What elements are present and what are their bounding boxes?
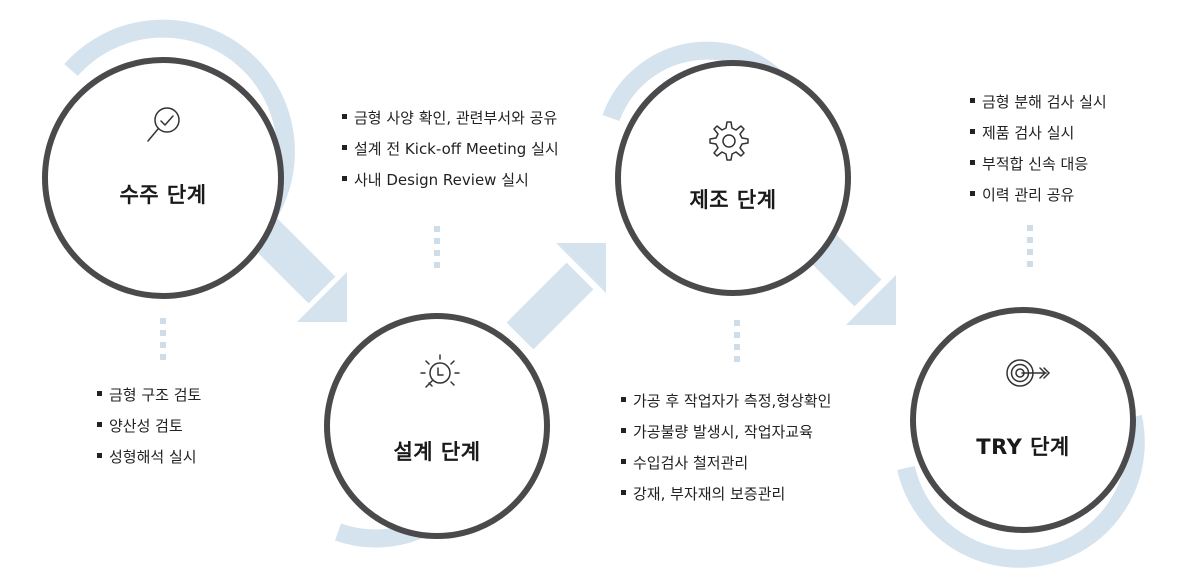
lightbulb-icon bbox=[420, 354, 460, 388]
flow-arrow-1 bbox=[244, 212, 347, 322]
list-item: 금형 구조 검토 bbox=[97, 380, 201, 411]
list-item: 제품 검사 실시 bbox=[970, 118, 1107, 149]
list-item: 설계 전 Kick-off Meeting 실시 bbox=[342, 134, 559, 165]
list-item: 금형 분해 검사 실시 bbox=[970, 87, 1107, 118]
target-icon bbox=[1006, 359, 1051, 387]
search-check-icon bbox=[147, 107, 180, 142]
stage-circle-3 bbox=[615, 60, 851, 296]
stage-circle-1 bbox=[42, 57, 284, 299]
list-item: 이력 관리 공유 bbox=[970, 180, 1107, 211]
stage-list-4: 금형 분해 검사 실시 제품 검사 실시 부적합 신속 대응 이력 관리 공유 bbox=[970, 87, 1107, 211]
dotted-connector-4 bbox=[1027, 225, 1033, 267]
stage-circle-2 bbox=[324, 313, 550, 539]
accent-arc-4 bbox=[897, 415, 1145, 568]
stage-list-2: 금형 사양 확인, 관련부서와 공유 설계 전 Kick-off Meeting… bbox=[342, 103, 559, 196]
list-item: 가공 후 작업자가 측정,형상확인 bbox=[621, 386, 831, 417]
stage-title-1: 수주 단계 bbox=[119, 183, 207, 207]
list-item: 금형 사양 확인, 관련부서와 공유 bbox=[342, 103, 559, 134]
stage-title-3: 제조 단계 bbox=[689, 188, 777, 212]
dotted-connector-3 bbox=[734, 320, 740, 362]
dotted-connector-2 bbox=[434, 226, 440, 268]
stage-circle-4 bbox=[910, 307, 1136, 533]
list-item: 부적합 신속 대응 bbox=[970, 149, 1107, 180]
list-item: 사내 Design Review 실시 bbox=[342, 165, 559, 196]
list-item: 양산성 검토 bbox=[97, 411, 201, 442]
list-item: 성형해석 실시 bbox=[97, 442, 201, 473]
stage-title-4: TRY 단계 bbox=[976, 435, 1070, 459]
list-item: 수입검사 철저관리 bbox=[621, 448, 831, 479]
stage-list-3: 가공 후 작업자가 측정,형상확인 가공불량 발생시, 작업자교육 수입검사 철… bbox=[621, 386, 831, 510]
stage-title-2: 설계 단계 bbox=[393, 440, 481, 464]
list-item: 가공불량 발생시, 작업자교육 bbox=[621, 417, 831, 448]
flow-arrow-2 bbox=[506, 243, 606, 350]
stage-list-1: 금형 구조 검토 양산성 검토 성형해석 실시 bbox=[97, 380, 201, 473]
list-item: 강재, 부자재의 보증관리 bbox=[621, 479, 831, 510]
dotted-connector-1 bbox=[160, 318, 166, 360]
gear-icon bbox=[709, 121, 749, 161]
